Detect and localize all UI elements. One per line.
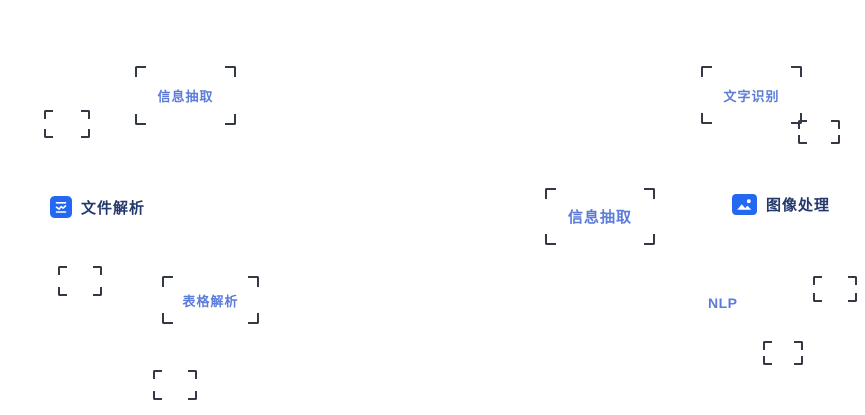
image-icon xyxy=(732,194,757,215)
feature-doc-parse[interactable]: 文件解析 xyxy=(50,196,145,218)
corner-bracket-icon xyxy=(58,287,67,296)
corner-bracket-icon xyxy=(135,114,146,125)
corner-bracket-icon xyxy=(188,391,197,400)
corner-bracket-icon xyxy=(81,129,90,138)
corner-bracket-icon xyxy=(848,276,857,285)
corner-bracket-icon xyxy=(791,66,802,77)
corner-bracket-icon xyxy=(93,287,102,296)
corner-bracket-icon xyxy=(794,356,803,365)
feature-tag-info-extract-top: 信息抽取 xyxy=(157,89,214,104)
feature-tag-info-extract-center: 信息抽取 xyxy=(567,209,632,226)
scan-frame-empty xyxy=(813,276,857,302)
scan-frame-ocr: 文字识别 xyxy=(701,66,802,124)
corner-bracket-icon xyxy=(44,129,53,138)
corner-bracket-icon xyxy=(225,114,236,125)
corner-bracket-icon xyxy=(831,120,840,129)
feature-nlp-label: NLP xyxy=(708,295,738,311)
scan-frame-empty xyxy=(798,120,840,144)
scan-frame-empty xyxy=(58,266,102,296)
feature-image-process[interactable]: 图像处理 xyxy=(732,194,830,215)
corner-bracket-icon xyxy=(225,66,236,77)
corner-bracket-icon xyxy=(701,66,712,77)
corner-bracket-icon xyxy=(763,341,772,350)
scan-frame-empty xyxy=(763,341,803,365)
document-parse-icon xyxy=(50,196,72,218)
corner-bracket-icon xyxy=(162,276,173,287)
corner-bracket-icon xyxy=(58,266,67,275)
corner-bracket-icon xyxy=(813,276,822,285)
scan-frame-empty xyxy=(153,370,197,400)
corner-bracket-icon xyxy=(644,188,655,199)
corner-bracket-icon xyxy=(44,110,53,119)
corner-bracket-icon xyxy=(798,135,807,144)
corner-bracket-icon xyxy=(701,113,712,124)
corner-bracket-icon xyxy=(248,313,259,324)
scan-frame-info-extract-center: 信息抽取 xyxy=(545,188,655,245)
corner-bracket-icon xyxy=(153,370,162,379)
corner-bracket-icon xyxy=(153,391,162,400)
corner-bracket-icon xyxy=(794,341,803,350)
corner-bracket-icon xyxy=(545,234,556,245)
corner-bracket-icon xyxy=(188,370,197,379)
corner-bracket-icon xyxy=(848,293,857,302)
corner-bracket-icon xyxy=(791,113,802,124)
feature-doc-parse-label: 文件解析 xyxy=(81,199,146,217)
feature-image-process-label: 图像处理 xyxy=(766,197,831,214)
corner-bracket-icon xyxy=(831,135,840,144)
corner-bracket-icon xyxy=(93,266,102,275)
feature-tag-ocr: 文字识别 xyxy=(723,88,780,104)
scan-frame-info-extract-top: 信息抽取 xyxy=(135,66,236,125)
corner-bracket-icon xyxy=(81,110,90,119)
scan-frame-empty xyxy=(44,110,90,138)
corner-bracket-icon xyxy=(798,120,807,129)
corner-bracket-icon xyxy=(545,188,556,199)
corner-bracket-icon xyxy=(813,293,822,302)
corner-bracket-icon xyxy=(135,66,146,77)
corner-bracket-icon xyxy=(763,356,772,365)
corner-bracket-icon xyxy=(248,276,259,287)
scan-frame-table-parse: 表格解析 xyxy=(162,276,259,324)
corner-bracket-icon xyxy=(644,234,655,245)
feature-tag-table-parse: 表格解析 xyxy=(182,293,239,309)
corner-bracket-icon xyxy=(162,313,173,324)
